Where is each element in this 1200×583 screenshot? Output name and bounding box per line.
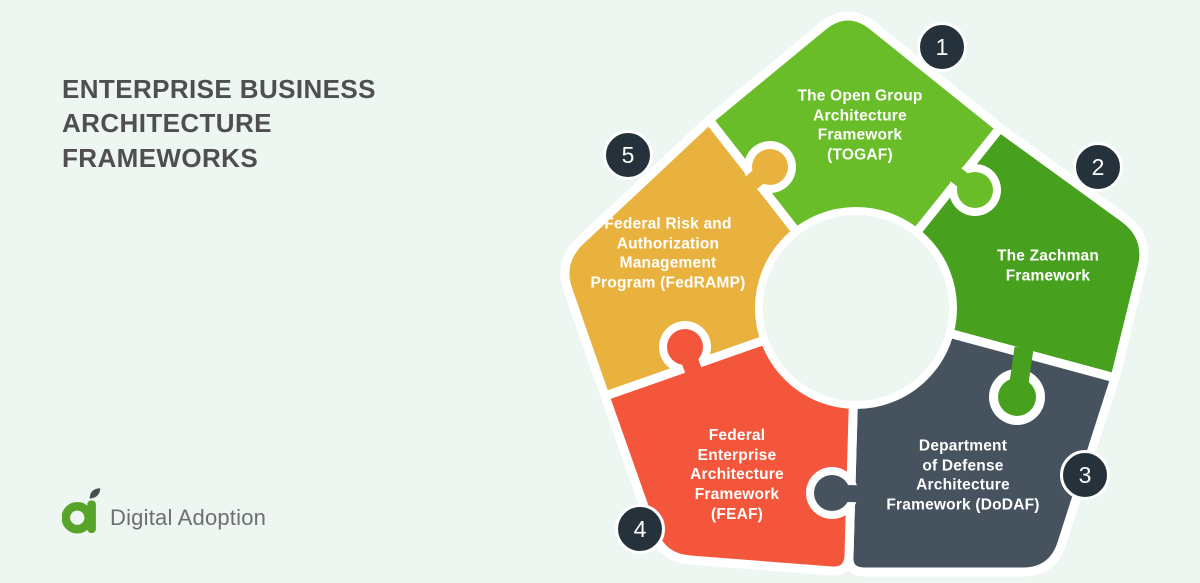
knob-dodaf-feaf <box>814 475 850 511</box>
knob-togaf-zachman <box>957 172 993 208</box>
knob-feaf-fedramp <box>667 329 703 365</box>
badge-3: 3 <box>1060 450 1110 500</box>
puzzle-piece-togaf <box>704 11 1005 313</box>
center-circle <box>755 207 957 409</box>
knob-fedramp-togaf <box>752 149 788 185</box>
badge-1: 1 <box>917 22 967 72</box>
logo-glyph-icon <box>62 488 101 534</box>
label-feaf: Federal Enterprise Architecture Framewor… <box>690 426 784 523</box>
label-dodaf: Department of Defense Architecture Frame… <box>886 437 1040 514</box>
badge-5: 5 <box>603 130 653 180</box>
label-togaf: The Open Group Architecture Framework (T… <box>797 87 923 164</box>
badge-2: 2 <box>1073 142 1123 192</box>
label-fedramp: Federal Risk and Authorization Managemen… <box>590 215 746 292</box>
logo-text: Digital Adoption <box>110 505 267 530</box>
label-zachman: The Zachman Framework <box>996 247 1100 284</box>
digital-adoption-logo: Digital Adoption <box>62 488 266 536</box>
page-title: ENTERPRISE BUSINESS ARCHITECTURE FRAMEWO… <box>62 74 376 173</box>
badge-4: 4 <box>615 504 665 554</box>
knob-zachman-dodaf <box>998 378 1036 416</box>
